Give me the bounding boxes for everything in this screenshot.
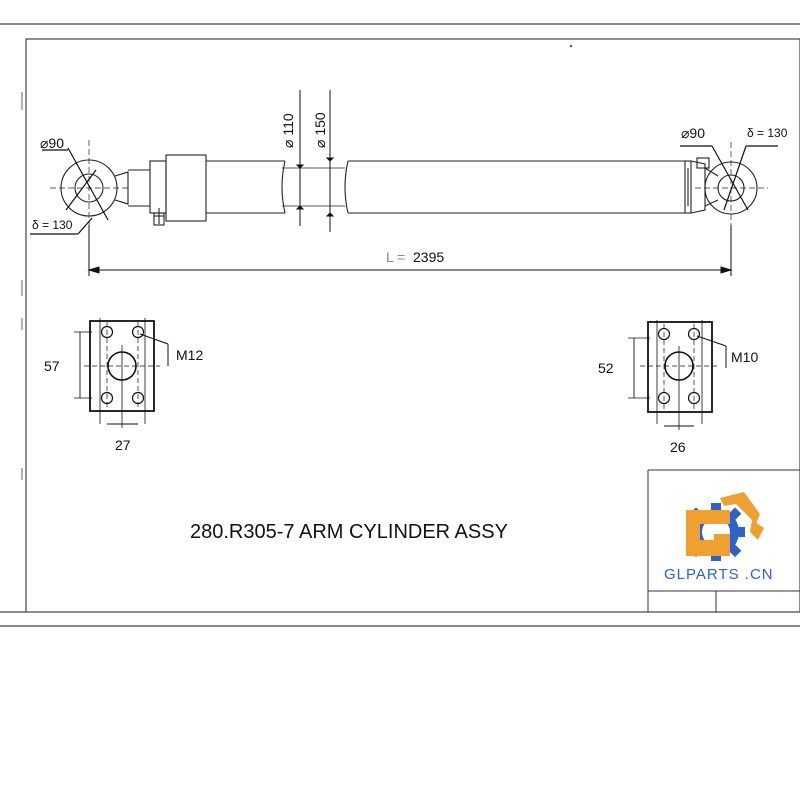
right-port-height-label: 52 bbox=[598, 360, 614, 376]
length-prefix-label: L = bbox=[386, 249, 405, 265]
brand-text: GLPARTS .CN bbox=[664, 566, 774, 583]
length-dimension bbox=[87, 225, 733, 276]
left-eye-dia-label: ⌀90 bbox=[40, 135, 64, 151]
sheet-dot bbox=[569, 44, 573, 48]
glparts-logo-icon bbox=[686, 492, 764, 561]
right-port-thread-label: M10 bbox=[731, 349, 758, 365]
drawing-title: 280.R305-7 ARM CYLINDER ASSY bbox=[190, 521, 508, 543]
title-block bbox=[647, 469, 800, 612]
left-port-spacing-label: 27 bbox=[115, 437, 131, 453]
right-port-spacing-label: 26 bbox=[670, 439, 686, 455]
bore-dimension-lines bbox=[295, 90, 335, 232]
left-port-height-label: 57 bbox=[44, 358, 60, 374]
length-value-label: 2395 bbox=[413, 249, 444, 265]
left-rod-eye-bore bbox=[74, 173, 104, 203]
left-port-flange bbox=[74, 318, 169, 428]
left-eye-width-label: δ = 130 bbox=[32, 218, 73, 232]
right-port-flange bbox=[628, 320, 727, 430]
right-eye-width-label: δ = 130 bbox=[747, 126, 788, 140]
left-port-thread-label: M12 bbox=[176, 347, 203, 363]
right-eye-dia-label: ⌀90 bbox=[681, 125, 705, 141]
sheet-frame bbox=[0, 23, 800, 627]
cylinder-side-view bbox=[50, 140, 768, 240]
outer-dia-label: ⌀ 150 bbox=[312, 112, 328, 148]
bore-dia-label: ⌀ 110 bbox=[280, 113, 296, 148]
eye-dimension-leaders bbox=[30, 145, 778, 235]
